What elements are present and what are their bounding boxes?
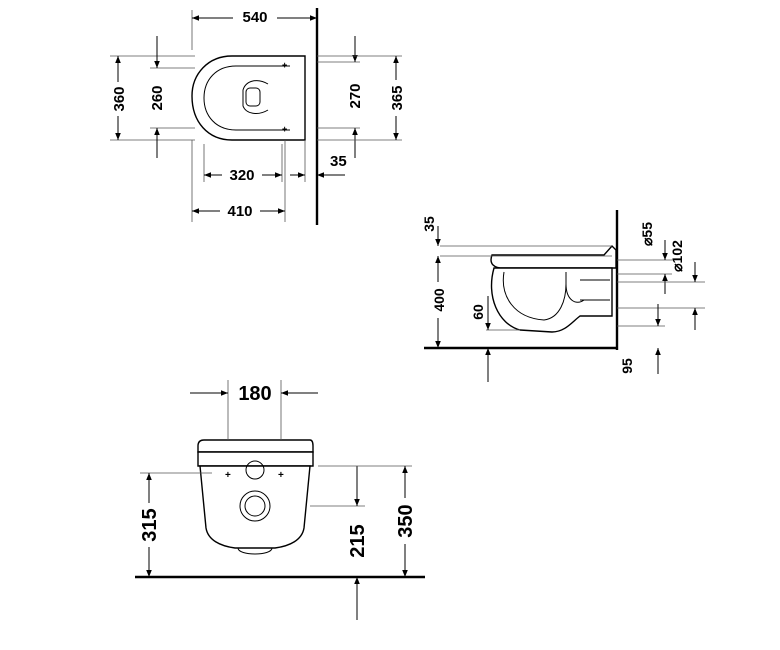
dim-label-180: 180 <box>238 383 271 405</box>
dim-label-d102: ⌀102 <box>669 240 685 272</box>
dim-label-35-side: 35 <box>421 216 437 232</box>
top-view: + + 540 360 260 270 365 <box>108 7 406 225</box>
front-view: + + 180 315 215 350 <box>135 380 425 620</box>
dim-label-260: 260 <box>149 85 166 110</box>
dim-label-60: 60 <box>470 304 486 320</box>
dim-label-320: 320 <box>229 167 254 184</box>
top-view-bowl-inner <box>203 65 290 131</box>
side-view: 35 400 60 ⌀55 ⌀102 95 <box>421 210 705 382</box>
dim-label-360: 360 <box>111 86 128 111</box>
front-view-bowl <box>199 465 311 549</box>
dim-label-215: 215 <box>347 524 369 557</box>
svg-text:+: + <box>225 470 231 481</box>
top-view-fixing-mark: + <box>282 124 287 134</box>
dim-label-410: 410 <box>227 203 252 220</box>
top-view-flush-rim <box>242 80 269 114</box>
dim-label-35-top: 35 <box>330 153 347 170</box>
dim-label-540: 540 <box>242 9 267 26</box>
svg-text:+: + <box>278 470 284 481</box>
front-view-inlet <box>245 460 265 480</box>
dim-label-365: 365 <box>389 85 406 110</box>
dim-label-95: 95 <box>619 358 635 374</box>
dim-label-400: 400 <box>431 288 447 312</box>
top-view-fixing-mark: + <box>282 60 287 70</box>
dim-label-350: 350 <box>395 504 417 537</box>
front-view-outlet <box>239 490 271 522</box>
dim-label-315: 315 <box>139 508 161 541</box>
dim-label-d55: ⌀55 <box>639 222 655 246</box>
top-view-drain <box>245 87 261 107</box>
top-view-bowl-outline <box>191 55 306 141</box>
side-view-bowl <box>490 267 613 333</box>
front-view-seat <box>197 439 314 453</box>
dim-label-270: 270 <box>347 83 364 108</box>
side-view-seat <box>490 244 617 269</box>
